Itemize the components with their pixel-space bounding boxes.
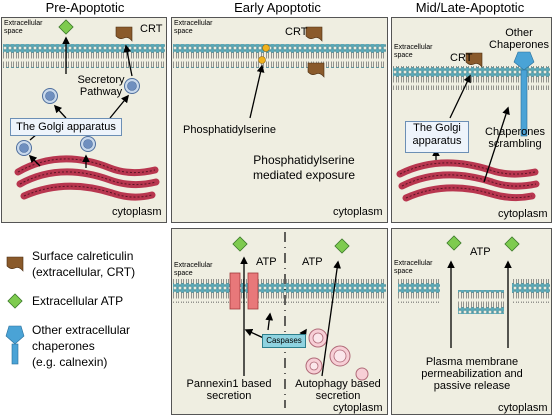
crt-shape-early-2: [307, 62, 325, 78]
early-crt-label: CRT: [285, 26, 308, 38]
membrane-pre: [3, 44, 165, 68]
pannexin-channel: [229, 272, 259, 310]
vesicle-pre-4: [80, 136, 96, 152]
atp2-atp-label: ATP: [470, 246, 491, 258]
chaperone-shape-mid: [513, 51, 535, 137]
panel-atp-passive-release: [391, 228, 552, 415]
atp1-caspases-box: Caspases: [262, 334, 306, 348]
ps-dot-2: [258, 56, 266, 64]
atp1-atp-left-label: ATP: [256, 256, 277, 268]
pre-cytoplasm-label: cytoplasm: [112, 206, 162, 218]
golgi-pre: [14, 155, 160, 201]
legend-atp-icon: [7, 293, 23, 309]
membrane-atp1: [173, 279, 386, 303]
early-ps-label: Phosphatidylserine: [183, 124, 276, 136]
atp1-cytoplasm-label: cytoplasm: [333, 402, 383, 414]
panel-atp-secretion: [171, 228, 388, 415]
vesicle-pre-3: [16, 140, 32, 156]
atp-diamond-atp2-right: [504, 236, 520, 252]
early-cytoplasm-label: cytoplasm: [333, 206, 383, 218]
membrane-early: [173, 44, 386, 68]
atp-diamond-atp1-right: [334, 238, 350, 254]
atp-diamond-atp1-left: [232, 236, 248, 252]
atp-diamond-pre: [58, 19, 74, 35]
ps-dot-1: [262, 44, 270, 52]
pre-crt-label: CRT: [140, 23, 163, 35]
mid-crt-label: CRT: [450, 52, 473, 64]
atp1-atp-right-label: ATP: [302, 256, 323, 268]
legend-chaperone-icon: [5, 325, 25, 365]
atp-diamond-atp2-left: [446, 235, 462, 251]
title-mid-late-apoptotic: Mid/Late-Apoptotic: [415, 0, 525, 15]
atp2-cytoplasm-label: cytoplasm: [498, 402, 548, 414]
pre-golgi-box: The Golgi apparatus: [10, 118, 122, 136]
arrows-atp2: [447, 260, 512, 348]
arrows-early: [249, 64, 265, 119]
membrane-atp2: [398, 279, 550, 314]
legend-crt-icon: [6, 256, 24, 272]
title-pre-apoptotic: Pre-Apoptotic: [45, 0, 125, 15]
title-early-apoptotic: Early Apoptotic: [234, 0, 321, 15]
crt-shape-early-1: [305, 26, 323, 42]
autophagy-vesicles: [305, 328, 369, 381]
mid-cytoplasm-label: cytoplasm: [498, 208, 548, 220]
legend-crt-label: Surface calreticulin(extracellular, CRT): [32, 249, 136, 279]
vesicle-pre-1: [42, 88, 58, 104]
crt-shape-pre: [115, 26, 133, 42]
legend-atp-label: Extracellular ATP: [32, 294, 124, 308]
golgi-mid: [396, 159, 540, 202]
